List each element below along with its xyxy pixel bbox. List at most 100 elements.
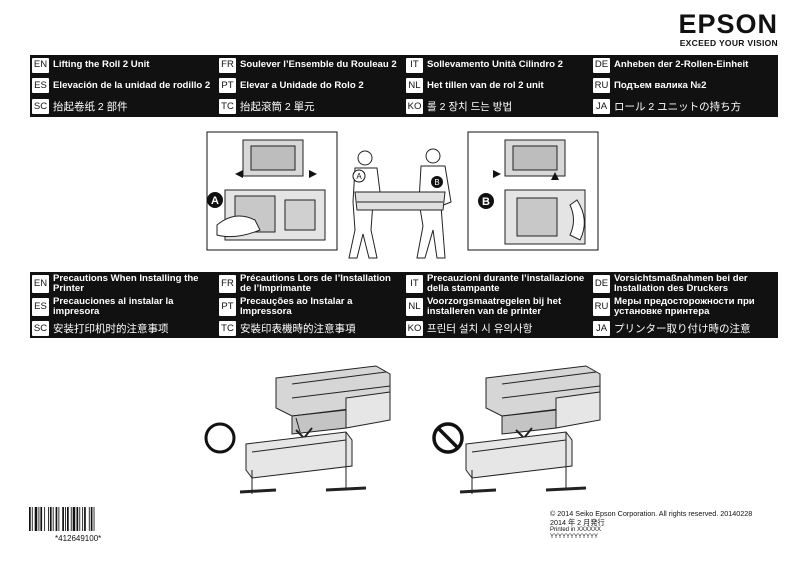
- language-code-badge: SC: [32, 99, 49, 115]
- language-code-badge: JA: [593, 321, 610, 337]
- heading-text: ロール 2 ユニットの持ち方: [614, 100, 742, 113]
- heading-ja: JA プリンター取り付け時の注意: [591, 319, 778, 338]
- heading-text: 安装打印机时的注意事项: [53, 322, 169, 335]
- heading-sc: SC 安装打印机时的注意事项: [30, 319, 217, 338]
- heading-fr: FR Soulever l’Ensemble du Rouleau 2: [217, 55, 404, 76]
- language-code-badge: PT: [219, 78, 236, 94]
- heading-text: 롤 2 장치 드는 방법: [427, 100, 513, 113]
- callout-b-small: B: [431, 176, 443, 188]
- heading-text: Précautions Lors de l’Installation de l’…: [240, 272, 391, 294]
- heading-tc: TC 抬起滾筒 2 單元: [217, 96, 404, 117]
- heading-text: 安裝印表機時的注意事項: [240, 322, 356, 335]
- language-code-badge: IT: [406, 57, 423, 73]
- callout-b: B: [482, 196, 490, 208]
- heading-en: EN Lifting the Roll 2 Unit: [30, 55, 217, 76]
- heading-text: Lifting the Roll 2 Unit: [53, 59, 150, 71]
- heading-text: Precauciones al instalar la impresora: [53, 296, 174, 318]
- heading-text: Меры предосторожности при установке прин…: [614, 296, 755, 318]
- incorrect-example: [459, 365, 601, 494]
- callout-a: A: [211, 195, 219, 207]
- heading-text: Precautions When Installing the Printer: [53, 272, 199, 294]
- heading-text: Precauzioni durante l’installazione dell…: [427, 272, 585, 294]
- heading-ko: KO 프린터 설치 시 유의사항: [404, 319, 591, 338]
- epson-logo: EPSON EXCEED YOUR VISION: [678, 10, 778, 48]
- heading-nl: NL Het tillen van de rol 2 unit: [404, 76, 591, 97]
- two-people-carrying-unit: [348, 148, 452, 259]
- language-code-badge: TC: [219, 99, 236, 115]
- heading-it: IT Sollevamento Unità Cilindro 2: [404, 55, 591, 76]
- ok-circle-icon: [204, 422, 236, 454]
- language-code-badge: PT: [219, 298, 236, 317]
- language-code-badge: KO: [406, 321, 423, 337]
- barcode: [29, 507, 95, 531]
- heading-text: Elevación de la unidad de rodillo 2: [53, 79, 211, 91]
- correct-example: [239, 365, 391, 494]
- heading-text: Het tillen van de rol 2 unit: [427, 79, 544, 91]
- language-code-badge: DE: [593, 274, 610, 293]
- heading-ru: RU Подъем валика №2: [591, 76, 778, 97]
- callout-a-marker: A: [207, 192, 223, 208]
- language-code-badge: EN: [32, 57, 49, 73]
- svg-text:A: A: [356, 172, 362, 181]
- language-code-badge: RU: [593, 78, 610, 94]
- heading-band-lifting: EN Lifting the Roll 2 Unit FR Soulever l’En…: [30, 55, 778, 117]
- heading-text: Подъем валика №2: [614, 79, 707, 91]
- language-code-badge: TC: [219, 321, 236, 337]
- brand-name: EPSON: [678, 9, 778, 39]
- heading-ja: JA ロール 2 ユニットの持ち方: [591, 96, 778, 117]
- heading-text: プリンター取り付け時の注意: [614, 322, 751, 335]
- heading-ko: KO 롤 2 장치 드는 방법: [404, 96, 591, 117]
- printer-installation-illustration: [204, 365, 601, 494]
- copyright-text: © 2014 Seiko Epson Corporation. All righ…: [550, 509, 753, 518]
- heading-text: Vorsichtsmaßnahmen bei der Installation …: [614, 272, 748, 294]
- barcode-number: *412649100*: [55, 534, 102, 543]
- footer-info: © 2014 Seiko Epson Corporation. All righ…: [550, 509, 778, 541]
- heading-text: 抬起滾筒 2 單元: [240, 100, 315, 113]
- heading-de: DE Anheben der 2-Rollen-Einheit: [591, 55, 778, 76]
- heading-text: 프린터 설치 시 유의사항: [427, 322, 533, 335]
- heading-text: Voorzorgsmaatregelen bij het installeren…: [427, 296, 562, 318]
- heading-text: Precauções ao Instalar a Impressora: [240, 296, 353, 318]
- issued-date: 2014 年 2 月発行: [550, 517, 605, 527]
- language-code-badge: FR: [219, 274, 236, 293]
- language-code-badge: NL: [406, 78, 423, 94]
- printed-in: Printed in XXXXXX: [550, 527, 602, 534]
- heading-text: Anheben der 2-Rollen-Einheit: [614, 59, 749, 71]
- language-code-badge: EN: [32, 274, 49, 293]
- svg-text:B: B: [434, 178, 439, 187]
- heading-tc: TC 安裝印表機時的注意事項: [217, 319, 404, 338]
- heading-text: Elevar a Unidade do Rolo 2: [240, 79, 364, 91]
- heading-pt: PT Elevar a Unidade do Rolo 2: [217, 76, 404, 97]
- prohibited-icon: [432, 422, 464, 454]
- language-code-badge: KO: [406, 99, 423, 115]
- detail-panel-b: [467, 131, 599, 251]
- callout-a-small: A: [352, 169, 366, 183]
- detail-panel-a: [206, 131, 338, 251]
- print-code: YYYYYYYYYYYY: [550, 534, 599, 541]
- language-code-badge: RU: [593, 298, 610, 317]
- language-code-badge: FR: [219, 57, 236, 73]
- heading-es: ES Elevación de la unidad de rodillo 2: [30, 76, 217, 97]
- language-code-badge: IT: [406, 274, 423, 293]
- language-code-badge: DE: [593, 57, 610, 73]
- language-code-badge: ES: [32, 298, 49, 317]
- brand-tagline: EXCEED YOUR VISION: [679, 38, 778, 48]
- callout-b-marker: B: [478, 193, 494, 209]
- language-code-badge: JA: [593, 99, 610, 115]
- language-code-badge: SC: [32, 321, 49, 337]
- lifting-illustration: A A B B: [206, 131, 599, 259]
- heading-text: Soulever l’Ensemble du Rouleau 2: [240, 59, 397, 71]
- language-code-badge: ES: [32, 78, 49, 94]
- heading-text: Sollevamento Unità Cilindro 2: [427, 59, 563, 71]
- language-code-badge: NL: [406, 298, 423, 317]
